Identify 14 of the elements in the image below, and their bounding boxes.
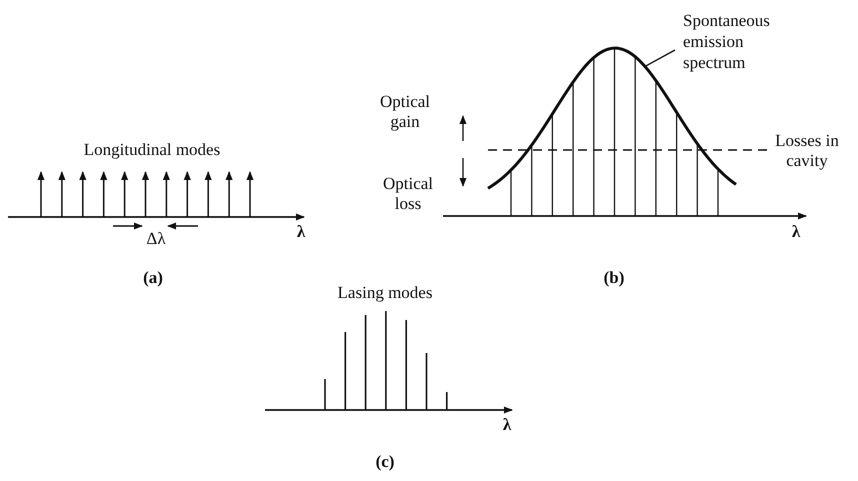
axis-label: λ	[296, 222, 306, 242]
panel-label: (c)	[374, 452, 396, 472]
panel-label: (b)	[602, 268, 626, 288]
cavity-loss-label: Losses in cavity	[774, 131, 840, 171]
mode-spacing-label: Δλ	[145, 229, 167, 249]
mode-label: Lasing modes	[336, 283, 434, 303]
curve-label: Spontaneous emission spectrum	[683, 10, 771, 73]
mode-label: Longitudinal modes	[82, 140, 222, 160]
axis-label: λ	[790, 222, 802, 242]
panel-label: (a)	[142, 268, 164, 288]
leader-line	[644, 49, 676, 68]
gain-label: Optical gain	[378, 92, 432, 132]
loss-label: Optical loss	[382, 174, 434, 214]
axis-label: λ	[502, 415, 512, 435]
